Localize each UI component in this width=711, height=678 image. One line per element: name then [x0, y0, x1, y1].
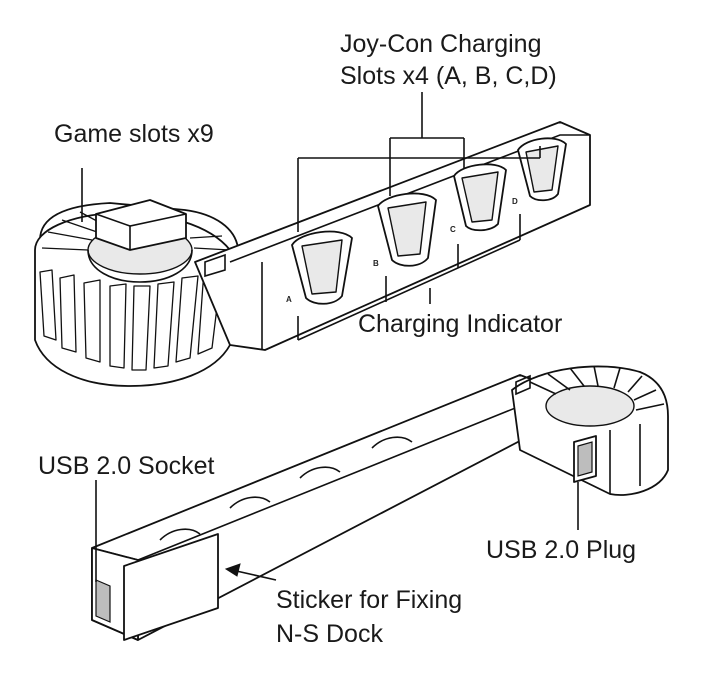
usb-plug	[573, 435, 597, 483]
top-dock-unit: A B C D	[34, 121, 591, 387]
game-slots-label: Game slots x9	[54, 120, 214, 148]
sticker-label-line2: N-S Dock	[276, 620, 383, 648]
bottom-hub	[511, 365, 669, 496]
bottom-dock-unit	[91, 365, 669, 641]
game-slot-hub	[34, 199, 231, 387]
sticker-area	[123, 533, 219, 641]
callout-lines	[81, 92, 579, 582]
slot-letter-c: C	[450, 225, 456, 234]
joycon-slots-label-line2: Slots x4 (A, B, C,D)	[340, 62, 557, 90]
slot-letter-b: B	[373, 259, 379, 268]
charging-indicator-label: Charging Indicator	[358, 310, 562, 338]
slot-letter-a: A	[286, 295, 292, 304]
joycon-slot-b	[377, 192, 437, 267]
sticker-label-line1: Sticker for Fixing	[276, 586, 462, 614]
joycon-bar: A B C D	[194, 121, 591, 351]
slot-letter-d: D	[512, 197, 518, 206]
usb-socket-label: USB 2.0 Socket	[38, 452, 215, 480]
joycon-slot-a	[291, 230, 353, 305]
usb-plug-label: USB 2.0 Plug	[486, 536, 636, 564]
usb-socket	[95, 579, 111, 623]
joycon-slots-label-line1: Joy-Con Charging	[340, 30, 542, 58]
joycon-slot-c	[453, 163, 507, 232]
